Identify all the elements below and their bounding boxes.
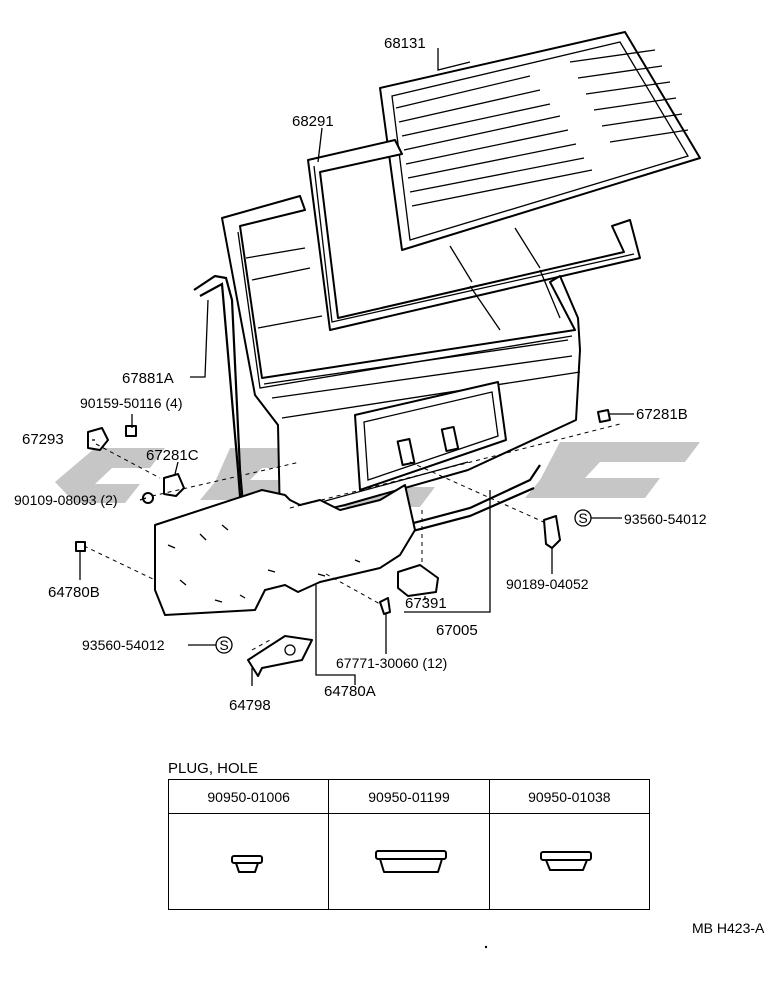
label-93560-54012-left: 93560-54012 [82,637,165,653]
part-labels: 68131 68291 67881A 90159-50116 (4) 67293… [14,35,707,714]
stray-dot [484,945,488,949]
bracket-part-67281c [163,473,185,497]
label-67293: 67293 [22,431,64,448]
screw-part-64780b [75,541,86,552]
trim-board-part [154,484,416,616]
plug-cell-1 [167,813,330,910]
svg-text:S: S [219,637,228,653]
label-67391: 67391 [405,595,447,612]
plug-cell-2 [328,813,490,910]
circle-s-symbol-left: S [215,636,233,654]
bolt-part-90159 [125,425,137,437]
label-67881a: 67881A [122,370,174,387]
hinge-part-67293 [87,427,109,451]
label-67281b: 67281B [636,406,688,423]
plug-table-image-row [167,813,651,910]
plug-header-3: 90950-01038 [488,779,651,814]
label-90109-08093: 90109-08093 (2) [14,492,118,508]
plug-table-header-row: 90950-01006 90950-01199 90950-01038 [167,779,651,814]
label-68131: 68131 [384,35,426,52]
circle-s-symbol-right: S [574,509,592,527]
bracket-part-67281b [597,409,611,423]
bracket-part-64798 [247,635,313,677]
label-67281c: 67281C [146,447,199,464]
diagram-code: MB H423-A [692,920,765,936]
label-64780a: 64780A [324,683,376,700]
plug-cell-3 [488,813,651,910]
lock-part-90189 [543,515,561,549]
svg-text:S: S [578,510,587,526]
plug-table-title: PLUG, HOLE [168,760,259,777]
label-90189-04052: 90189-04052 [506,576,589,592]
leader-lines [79,48,634,686]
clip-part-67771 [379,597,391,615]
label-90159-50116: 90159-50116 (4) [80,395,182,411]
back-door-panel-part [221,195,581,521]
label-68291: 68291 [292,113,334,130]
label-67005: 67005 [436,622,478,639]
plug-header-1: 90950-01006 [167,779,330,814]
label-64780b: 64780B [48,584,100,601]
plug-header-2: 90950-01199 [328,779,490,814]
label-64798: 64798 [229,697,271,714]
latch-part-67391 [397,564,439,597]
label-93560-54012-right: 93560-54012 [624,511,707,527]
bolt-part-90109 [142,492,154,504]
plug-hole-table: 90950-01006 90950-01199 90950-01038 [167,779,651,910]
label-67771-30060: 67771-30060 (12) [336,655,447,671]
rear-glass-part [379,31,701,251]
